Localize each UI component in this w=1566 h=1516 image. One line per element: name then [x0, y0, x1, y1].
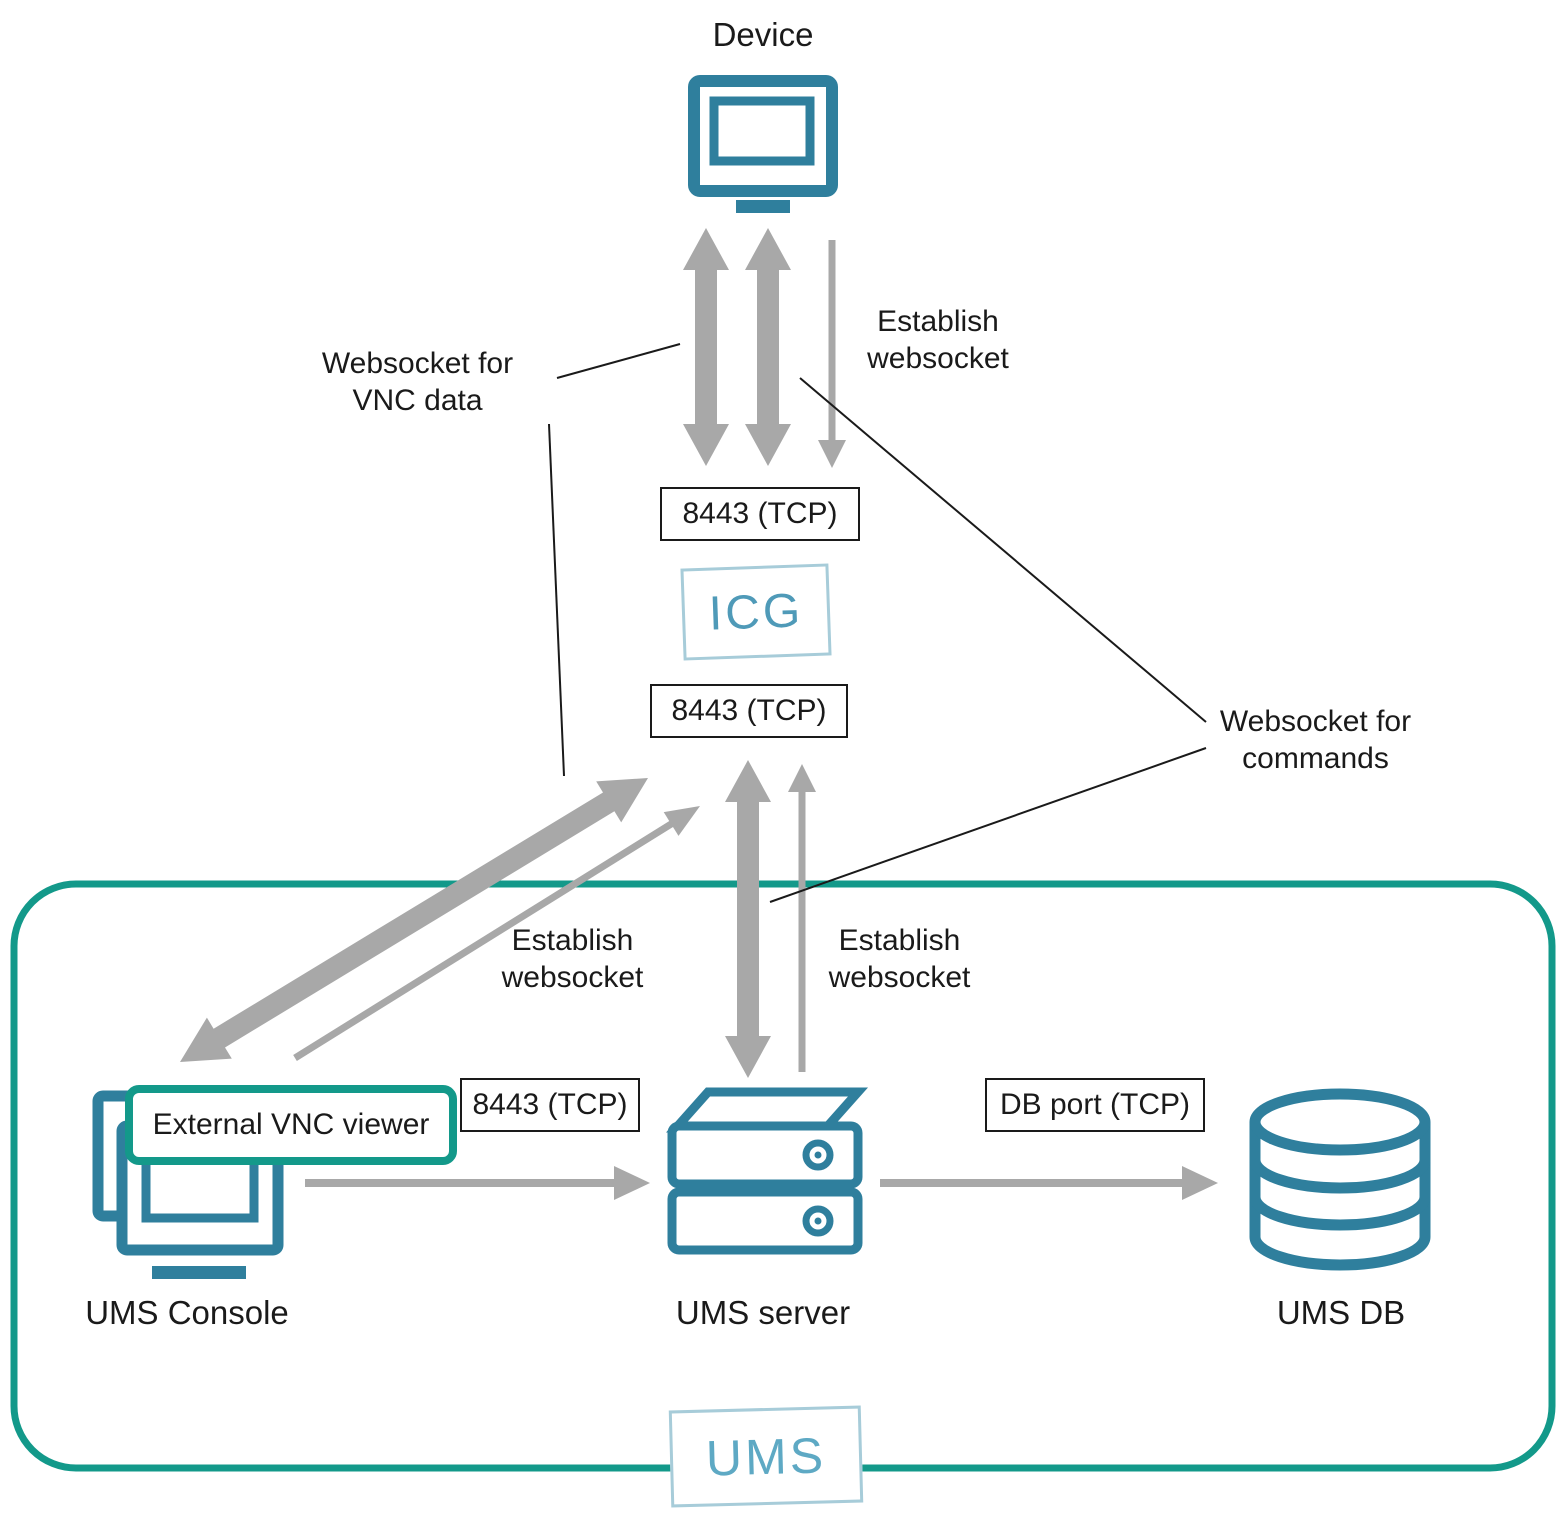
port-box-server-db: DB port (TCP) [985, 1078, 1205, 1132]
commands-arrow-icg-server [725, 760, 771, 1078]
icg-logo: ICG [680, 563, 832, 661]
annotation-line: Websocket for [1219, 705, 1412, 738]
establish-websocket-arrow-device [818, 240, 846, 468]
annotation-line: Websocket for [321, 347, 514, 380]
device-icon [688, 75, 838, 213]
ums-logo-text: UMS [705, 1426, 827, 1487]
establish-websocket-arrow-console [293, 806, 700, 1061]
annotation-line: VNC data [352, 384, 483, 417]
ums-db-icon [1249, 1088, 1431, 1271]
annotation-establish-websocket-device: Establish websocket [848, 303, 1028, 377]
annotation-pointer-lines [548, 343, 1207, 903]
annotation-establish-websocket-server: Establish websocket [812, 922, 987, 996]
annotation-line: websocket [828, 961, 971, 994]
annotation-line: Establish [877, 305, 999, 338]
ums-logo: UMS [668, 1405, 864, 1508]
ums-server-icon [665, 1087, 869, 1255]
annotation-line: Establish [838, 924, 961, 957]
annotation-line: websocket [501, 961, 644, 994]
external-vnc-viewer-box: External VNC viewer [125, 1085, 457, 1165]
annotation-line: Establish [511, 924, 634, 957]
annotation-websocket-commands: Websocket for commands [1208, 703, 1423, 777]
annotation-line: commands [1242, 742, 1389, 775]
annotation-establish-websocket-console: Establish websocket [485, 922, 660, 996]
vnc-data-arrow-console-icg [180, 778, 648, 1062]
icg-logo-text: ICG [707, 583, 805, 641]
port-box-icg-ums: 8443 (TCP) [650, 684, 848, 738]
arrow-server-to-db [880, 1166, 1218, 1200]
port-box-device-icg: 8443 (TCP) [660, 487, 860, 541]
establish-websocket-arrow-server [788, 764, 816, 1072]
annotation-websocket-vnc: Websocket for VNC data [295, 345, 540, 419]
ums-server-label: UMS server [675, 1294, 851, 1331]
ums-db-label: UMS DB [1276, 1294, 1406, 1331]
arrow-console-to-server [305, 1166, 650, 1200]
ums-console-label: UMS Console [85, 1294, 289, 1331]
device-label: Device [712, 16, 814, 53]
annotation-line: websocket [867, 342, 1009, 375]
port-box-console-server: 8443 (TCP) [460, 1078, 640, 1132]
vnc-data-arrows-device-icg [683, 228, 791, 466]
